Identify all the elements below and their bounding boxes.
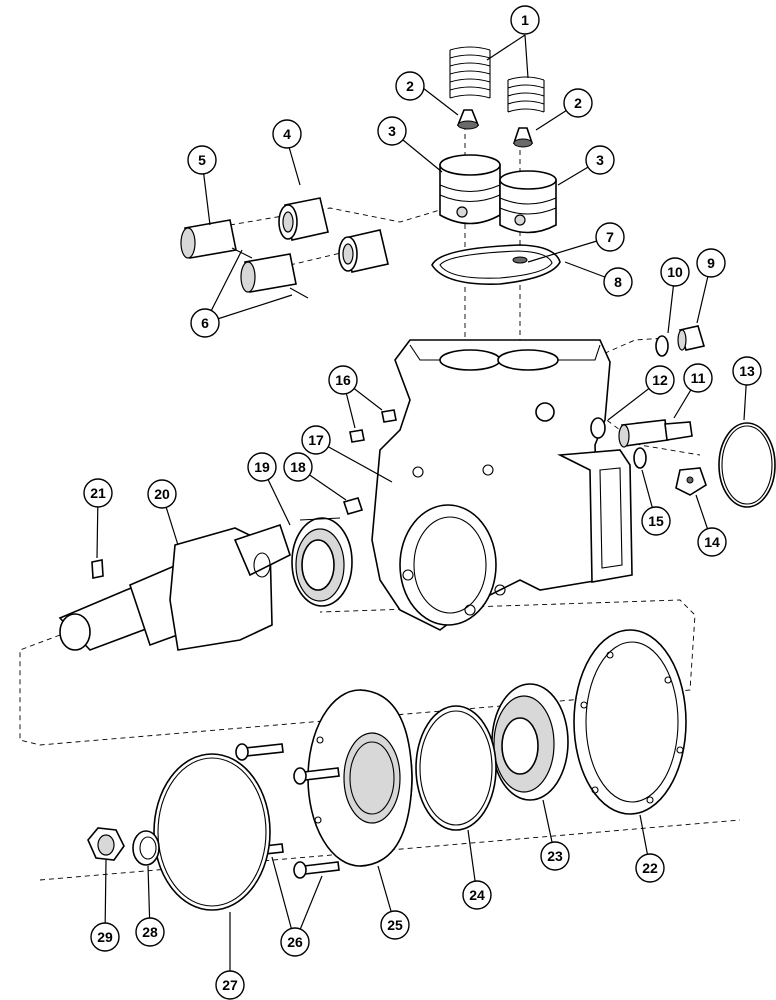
callout-20: 20 (147, 479, 177, 509)
callout-16: 16 (328, 365, 358, 395)
callout-5-label: 5 (198, 152, 206, 168)
callout-27-label: 27 (222, 977, 238, 993)
callout-19-label: 19 (254, 459, 270, 475)
callout-2b: 2 (563, 88, 593, 118)
o-ring-12 (590, 417, 606, 439)
callout-28: 28 (135, 917, 165, 947)
bearing-19 (291, 517, 353, 607)
callout-18: 18 (283, 452, 313, 482)
callout-29-label: 29 (97, 929, 113, 945)
callout-15: 15 (641, 506, 671, 536)
callout-7-label: 7 (606, 229, 614, 245)
head-gasket (431, 244, 561, 285)
callout-19: 19 (247, 452, 277, 482)
callout-3b-label: 3 (596, 152, 604, 168)
callout-9: 9 (696, 248, 726, 278)
spring-left (449, 46, 491, 99)
callout-4-label: 4 (283, 126, 291, 142)
callout-12: 12 (645, 365, 675, 395)
bushing-upper (278, 197, 329, 241)
o-ring-27 (153, 753, 271, 911)
callout-3a: 3 (377, 116, 407, 146)
callout-14: 14 (697, 527, 727, 557)
callout-12-label: 12 (652, 372, 668, 388)
callout-11: 11 (683, 363, 713, 393)
valve-right (512, 127, 534, 148)
key-18 (342, 497, 364, 515)
callout-2a-label: 2 (406, 78, 414, 94)
callout-23: 23 (540, 841, 570, 871)
spring-right (507, 76, 545, 113)
callout-7: 7 (595, 222, 625, 252)
callout-21-label: 21 (90, 485, 106, 501)
callout-20-label: 20 (154, 486, 170, 502)
callout-4: 4 (272, 119, 302, 149)
callout-24: 24 (462, 880, 492, 910)
o-ring-10 (655, 335, 669, 357)
callout-17: 17 (301, 425, 331, 455)
callout-24-label: 24 (469, 887, 485, 903)
callout-18-label: 18 (290, 459, 306, 475)
washer-28 (132, 830, 160, 866)
callout-9-label: 9 (707, 255, 715, 271)
callout-16-label: 16 (335, 372, 351, 388)
callout-13-label: 13 (739, 363, 755, 379)
callout-22: 22 (635, 853, 665, 883)
callout-15-label: 15 (648, 513, 664, 529)
gasket-22 (573, 629, 687, 815)
callout-1-label: 1 (521, 12, 529, 28)
callout-6: 6 (190, 308, 220, 338)
bushing-lower (338, 229, 389, 273)
callout-27: 27 (215, 970, 245, 1000)
callout-25: 25 (380, 910, 410, 940)
callout-6-label: 6 (201, 315, 209, 331)
callout-29: 29 (90, 922, 120, 952)
piston-left (439, 154, 501, 225)
wrist-pin-upper (180, 219, 237, 259)
callout-17-label: 17 (308, 432, 324, 448)
callout-13: 13 (732, 356, 762, 386)
dowel-pins-16 (349, 409, 397, 443)
callout-2b-label: 2 (574, 95, 582, 111)
compressor-body (371, 339, 633, 631)
callout-25-label: 25 (387, 917, 403, 933)
wrist-pin-lower (240, 253, 297, 293)
piston-right (499, 170, 557, 234)
nut-29 (87, 827, 125, 861)
end-cover-25 (307, 689, 413, 867)
callout-8-label: 8 (614, 274, 622, 290)
callout-28-label: 28 (142, 924, 158, 940)
unloader-fitting-11 (618, 419, 693, 448)
crankshaft-20 (58, 523, 291, 651)
callout-22-label: 22 (642, 860, 658, 876)
o-ring-15 (633, 447, 647, 469)
o-ring-24 (415, 705, 497, 831)
callout-10-label: 10 (667, 264, 683, 280)
lock-washer-14 (675, 467, 707, 496)
callout-14-label: 14 (704, 534, 720, 550)
retaining-pins (231, 247, 309, 299)
key-21 (91, 559, 104, 579)
bearing-23 (491, 683, 569, 801)
callout-5: 5 (187, 145, 217, 175)
callout-8: 8 (603, 267, 633, 297)
valve-left (456, 109, 480, 130)
plug-9 (677, 325, 706, 351)
callout-26: 26 (280, 927, 310, 957)
callout-3a-label: 3 (388, 123, 396, 139)
callout-2a: 2 (395, 71, 425, 101)
callout-1: 1 (510, 5, 540, 35)
callout-23-label: 23 (547, 848, 563, 864)
callout-21: 21 (83, 478, 113, 508)
callout-11-label: 11 (691, 370, 706, 386)
callout-26-label: 26 (287, 934, 303, 950)
callout-10: 10 (660, 257, 690, 287)
callout-3b: 3 (585, 145, 615, 175)
o-ring-13 (718, 422, 776, 508)
